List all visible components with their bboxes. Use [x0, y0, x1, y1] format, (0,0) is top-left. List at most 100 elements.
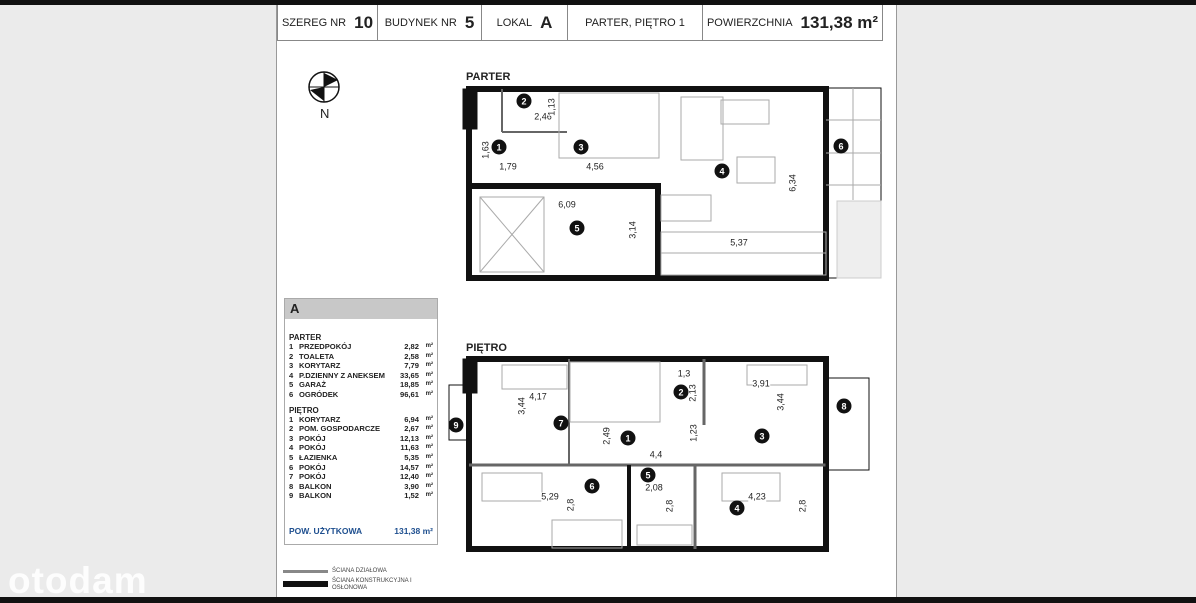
room-name: POKÓJ [299, 443, 326, 453]
dimension-label: 4,56 [586, 161, 604, 172]
room-area: 96,61 [399, 389, 419, 399]
room-marker: 7 [553, 415, 569, 431]
dimension-label: 4,23 [748, 491, 766, 502]
room-unit: m² [425, 482, 433, 489]
room-row: 7 POKÓJ 12,40 m² [285, 472, 437, 482]
room-area: 12,40 [399, 472, 419, 482]
dimension-label: 1,3 [677, 368, 691, 379]
room-n: 5 [289, 380, 294, 390]
room-marker: 8 [836, 398, 852, 414]
room-unit: m² [425, 444, 433, 451]
floor-plans-drawing [448, 86, 882, 552]
room-marker: 1 [620, 430, 636, 446]
budynek-value: 5 [464, 12, 475, 32]
area-value: 131,38 m² [800, 12, 879, 32]
room-area: 2,58 [404, 351, 419, 361]
parter-section-label: PARTER [289, 333, 322, 342]
room-unit: m² [425, 390, 433, 397]
room-area: 3,90 [404, 481, 419, 491]
room-row: 8 BALKON 3,90 m² [285, 482, 437, 492]
total-label: POW. UŻYTKOWA [289, 526, 363, 536]
room-marker: 3 [573, 139, 589, 155]
north-label: N [320, 106, 330, 121]
room-name: POKÓJ [299, 472, 326, 482]
room-marker: 5 [640, 467, 656, 483]
room-area-table: A PARTER 1 PRZEDPOKÓJ 2,82 m² 2 TOALETA 2,58 m²… [284, 298, 438, 545]
dimension-label: 2,8 [565, 498, 576, 512]
room-n: 2 [289, 351, 294, 361]
room-name: POM. GOSPODARCZE [299, 424, 381, 434]
room-marker: 3 [754, 428, 770, 444]
dimension-label: 3,91 [752, 378, 770, 389]
dimension-label: 1,13 [546, 98, 557, 116]
room-name: KORYTARZ [299, 361, 341, 371]
room-area: 18,85 [399, 380, 419, 390]
room-name: POKÓJ [299, 462, 326, 472]
lokal-label: LOKAL [496, 16, 533, 29]
dimension-label: 6,09 [558, 199, 576, 210]
room-name: P.DZIENNY Z ANEKSEM [299, 370, 385, 380]
table-title: A [285, 299, 437, 319]
room-n: 5 [289, 452, 294, 462]
room-area: 6,94 [404, 414, 419, 424]
room-name: BALKON [299, 481, 332, 491]
room-n: 3 [289, 433, 294, 443]
room-n: 1 [289, 414, 294, 424]
partition-wall-label: ŚCIANA DZIAŁOWA [332, 568, 387, 574]
structural-wall-label: ŚCIANA KONSTRUKCYJNA I OSŁONOWA [332, 578, 412, 591]
room-row: 9 BALKON 1,52 m² [285, 491, 437, 501]
room-name: POKÓJ [299, 433, 326, 443]
room-n: 3 [289, 361, 294, 371]
room-area: 7,79 [404, 361, 419, 371]
room-n: 1 [289, 342, 294, 351]
room-unit: m² [425, 343, 433, 349]
dimension-label: 2,13 [687, 384, 698, 402]
room-area: 1,52 [404, 491, 419, 501]
dimension-label: 3,44 [516, 397, 527, 415]
room-n: 7 [289, 472, 294, 482]
dimension-label: 3,44 [775, 393, 786, 411]
room-n: 8 [289, 481, 294, 491]
room-area: 33,65 [399, 370, 419, 380]
dimension-label: 1,23 [688, 424, 699, 442]
room-n: 4 [289, 370, 294, 380]
room-name: BALKON [299, 491, 332, 501]
otodam-logo: otodam [8, 560, 148, 601]
room-n: 9 [289, 491, 294, 501]
room-area: 2,82 [404, 342, 419, 351]
compass-icon [308, 71, 340, 103]
floors-label: PARTER, PIĘTRO 1 [585, 16, 685, 29]
room-n: 6 [289, 389, 294, 399]
room-unit: m² [425, 473, 433, 480]
dimension-label: 3,14 [627, 221, 638, 239]
dimension-label: 2,49 [601, 427, 612, 445]
room-marker: 6 [833, 138, 849, 154]
total-value: 131,38 m² [394, 526, 433, 536]
dimension-label: 1,63 [480, 141, 491, 159]
room-unit: m² [425, 492, 433, 499]
room-unit: m² [425, 425, 433, 432]
pietro-title: PIĘTRO [466, 342, 507, 354]
room-n: 2 [289, 424, 294, 434]
top-bar [0, 0, 1196, 5]
budynek-label: BUDYNEK NR [384, 16, 457, 29]
dimension-label: 2,08 [645, 482, 663, 493]
parter-title: PARTER [466, 71, 511, 83]
room-name: KORYTARZ [299, 414, 341, 424]
bottom-bar [0, 597, 1196, 603]
room-name: TOALETA [299, 351, 335, 361]
room-unit: m² [425, 434, 433, 441]
room-unit: m² [425, 453, 433, 460]
room-area: 5,35 [404, 452, 419, 462]
room-area: 12,13 [399, 433, 419, 443]
room-name: PRZEDPOKÓJ [299, 342, 352, 351]
room-row: 3 POKÓJ 12,13 m² [285, 434, 437, 444]
pietro-section-label: PIĘTRO [289, 405, 319, 415]
